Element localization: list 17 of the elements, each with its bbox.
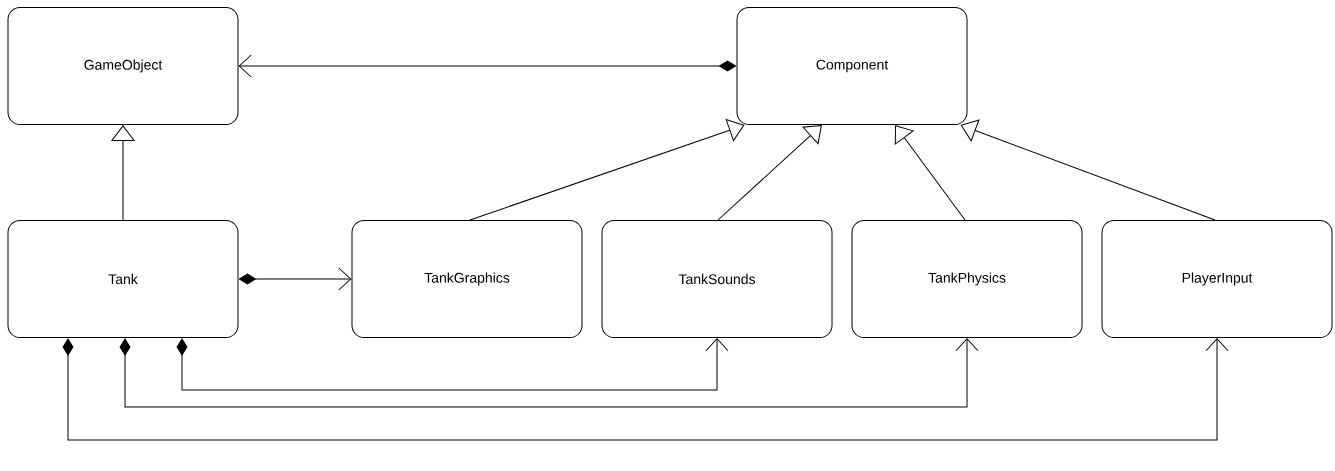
class-box: TankSounds bbox=[601, 220, 833, 338]
class-box: TankPhysics bbox=[851, 220, 1083, 338]
class-box: Component bbox=[736, 7, 968, 125]
arrow bbox=[894, 125, 966, 221]
arrow bbox=[62, 338, 1229, 441]
arrow bbox=[469, 119, 745, 221]
class-box: PlayerInput bbox=[1101, 220, 1333, 338]
arrow bbox=[960, 119, 1216, 221]
class-box: TankGraphics bbox=[351, 220, 583, 338]
arrow bbox=[717, 125, 822, 221]
class-box: GameObject bbox=[7, 7, 239, 125]
arrow bbox=[119, 338, 979, 408]
arrow bbox=[238, 267, 352, 291]
arrow bbox=[111, 125, 135, 221]
arrow bbox=[238, 54, 737, 78]
class-box: Tank bbox=[7, 220, 239, 338]
arrow bbox=[176, 338, 729, 391]
